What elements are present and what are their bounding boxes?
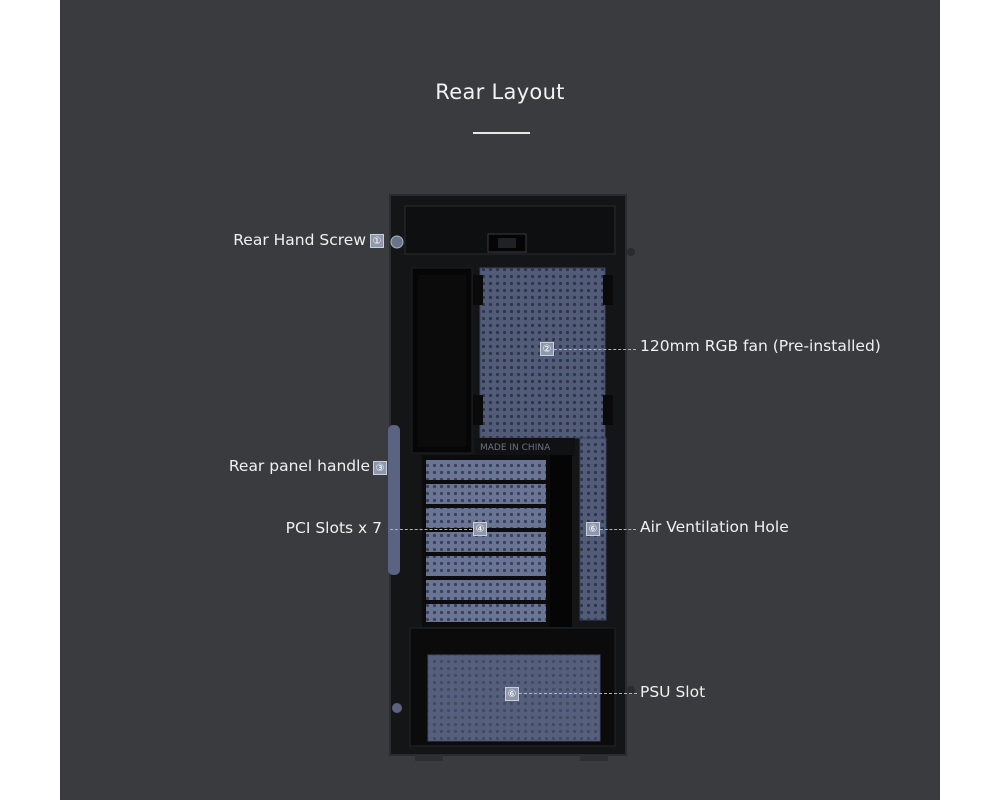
callout-badge-3: ③ xyxy=(373,461,387,475)
title-underline xyxy=(473,132,530,134)
callout-badge-5: ⑥ xyxy=(586,522,600,536)
callout-line-6 xyxy=(519,693,637,694)
callout-air-ventilation-label: Air Ventilation Hole xyxy=(640,518,789,536)
callout-pci-slots-label: PCI Slots x 7 xyxy=(285,519,382,537)
callout-line-4 xyxy=(390,529,472,530)
rear-hand-screw xyxy=(390,235,404,249)
product-image-panel: Rear Layout xyxy=(60,0,940,800)
callout-line-2 xyxy=(554,349,636,350)
pc-case-rear-illustration: MADE IN CHINA xyxy=(388,194,635,761)
callout-line-5 xyxy=(600,529,636,530)
callout-psu-slot-label: PSU Slot xyxy=(640,683,706,701)
callout-badge-4: ④ xyxy=(473,522,487,536)
pci-slot-bracket-group xyxy=(422,455,572,627)
callout-badge-2: ② xyxy=(540,342,554,356)
callout-rear-hand-screw-label: Rear Hand Screw xyxy=(233,231,366,249)
callout-rgb-fan-label: 120mm RGB fan (Pre-installed) xyxy=(640,337,881,355)
rear-panel-handle xyxy=(388,425,400,575)
made-in-china-text: MADE IN CHINA xyxy=(480,443,551,453)
page-title: Rear Layout xyxy=(435,80,565,104)
callout-rear-panel-handle-label: Rear panel handle xyxy=(228,457,370,475)
callout-badge-1: ① xyxy=(370,234,384,248)
callout-badge-6: ⑥ xyxy=(505,687,519,701)
